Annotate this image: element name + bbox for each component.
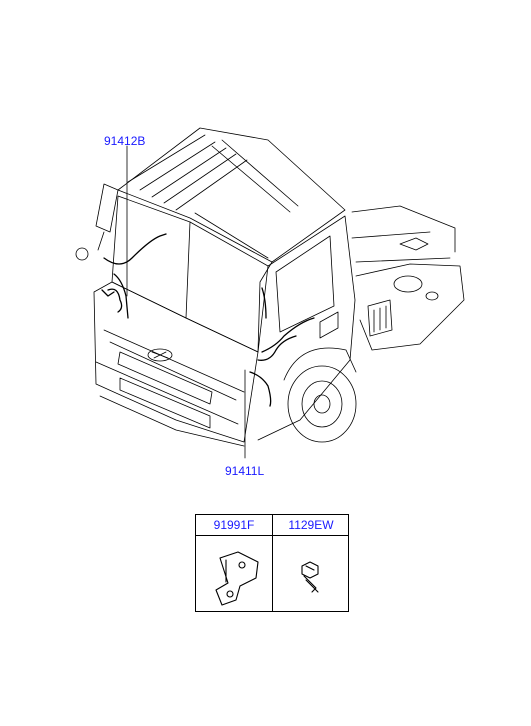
chassis-frame (351, 205, 465, 351)
windshield (111, 195, 269, 353)
parts-table-cell-bracket (196, 536, 273, 611)
bolt-icon (301, 561, 319, 593)
left-mirror (75, 183, 119, 261)
cab-roof (117, 127, 346, 263)
wiring-harness-upper (101, 233, 167, 319)
bracket-icon (215, 551, 259, 606)
callout-91412b[interactable]: 91412B (104, 134, 146, 148)
parts-table-header-1129ew[interactable]: 1129EW (273, 515, 349, 536)
parts-table-cell-bolt (273, 536, 349, 611)
cab-side (257, 215, 356, 441)
wiring-harness-lower (249, 287, 315, 407)
callout-91411l[interactable]: 91411L (225, 464, 265, 478)
cab-front (93, 281, 259, 447)
front-wheel (283, 347, 357, 443)
logo-emblem (147, 348, 173, 362)
parts-table: 91991F 1129EW (195, 514, 349, 612)
parts-table-header-91991f[interactable]: 91991F (196, 515, 273, 536)
